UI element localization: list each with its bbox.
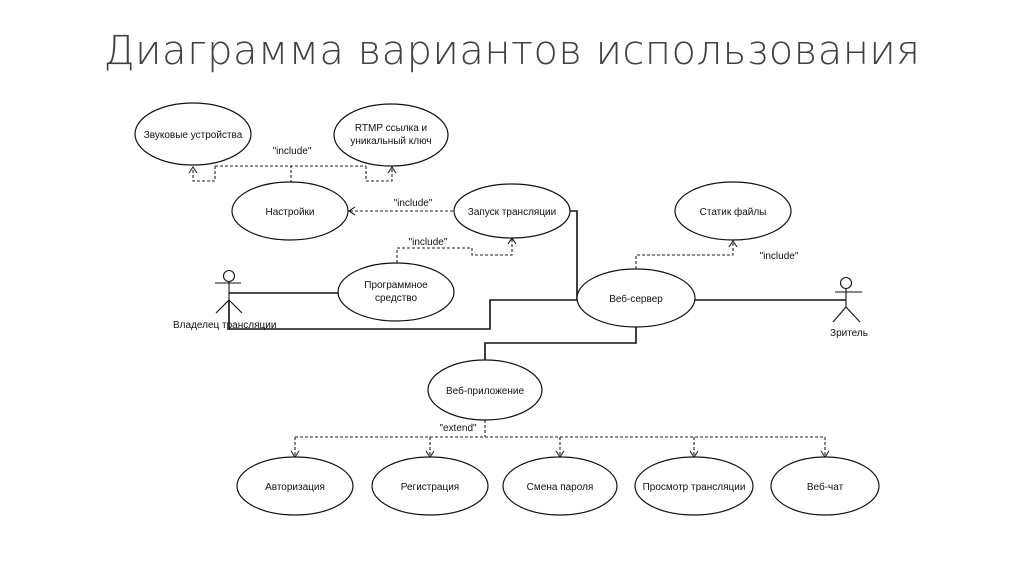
- use-case-rtmp[interactable]: RTMP ссылка и уникальный ключ: [333, 103, 449, 167]
- use-case-label: Регистрация: [401, 482, 459, 493]
- use-case-label: Авторизация: [265, 482, 325, 493]
- use-case-start-stream[interactable]: Запуск трансляции: [453, 183, 571, 239]
- extend-label: "extend": [439, 423, 477, 434]
- use-case-label: Смена пароля: [527, 482, 594, 493]
- include-label: "include": [760, 251, 799, 262]
- arrowhead: [188, 166, 397, 174]
- actor-viewer-icon: [832, 276, 862, 323]
- include-software-start: [396, 238, 513, 263]
- use-case-web-app[interactable]: Веб-приложение: [427, 359, 543, 421]
- use-case-label: Просмотр трансляции: [643, 482, 746, 493]
- use-case-settings[interactable]: Настройки: [231, 181, 349, 241]
- include-label: "include": [273, 146, 312, 157]
- extend-lines: [294, 420, 826, 457]
- use-case-label: Веб-чат: [807, 481, 844, 493]
- use-case-label: Веб-приложение: [446, 385, 524, 397]
- use-case-sound-devices[interactable]: Звуковые устройства: [134, 102, 252, 166]
- use-case-change-password[interactable]: Смена пароля: [502, 456, 618, 516]
- association-webserver-webapp: [484, 327, 637, 360]
- arrowhead: [348, 206, 356, 216]
- use-case-web-server[interactable]: Веб-сервер: [576, 268, 696, 328]
- association-owner-webserver: [228, 299, 577, 330]
- use-case-registration[interactable]: Регистрация: [371, 456, 489, 516]
- use-case-web-chat[interactable]: Веб-чат: [770, 456, 880, 516]
- use-case-label: Веб-сервер: [609, 293, 663, 305]
- use-case-label: Настройки: [265, 207, 314, 218]
- include-settings-branches: [192, 165, 393, 183]
- use-case-label: средство: [375, 293, 418, 304]
- include-webserver-static: [635, 241, 734, 269]
- use-case-label: Звуковые устройства: [144, 130, 243, 141]
- use-case-label: уникальный ключ: [350, 136, 431, 147]
- arrowhead: [728, 240, 738, 248]
- use-case-static-files[interactable]: Статик файлы: [674, 181, 792, 241]
- use-case-software[interactable]: Программное средство: [337, 262, 455, 322]
- use-case-label: Запуск трансляции: [468, 207, 556, 218]
- use-case-view-stream[interactable]: Просмотр трансляции: [634, 456, 754, 516]
- actor-owner-icon: [215, 269, 243, 314]
- use-case-label: Программное: [364, 280, 428, 291]
- use-case-authorization[interactable]: Авторизация: [236, 456, 354, 516]
- association-start-webserver: [570, 210, 578, 300]
- actor-owner-label: Владелец трансляции: [173, 320, 276, 331]
- actor-viewer-label: Зритель: [830, 328, 868, 339]
- use-case-label: Статик файлы: [700, 206, 767, 218]
- include-label: "include": [394, 198, 433, 209]
- use-case-label: RTMP ссылка и: [355, 123, 427, 134]
- include-label: "include": [409, 237, 448, 248]
- slide-title: Диаграмма вариантов использования: [103, 28, 921, 74]
